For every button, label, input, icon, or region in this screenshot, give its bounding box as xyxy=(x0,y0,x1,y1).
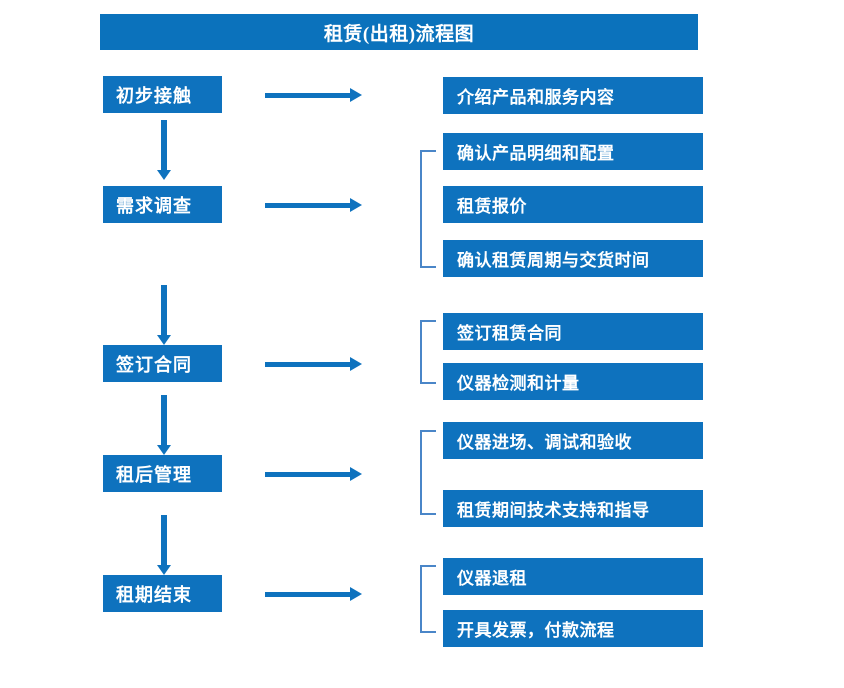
flow-arrow-right-2 xyxy=(265,198,362,212)
stage-box-initial-contact[interactable]: 初步接触 xyxy=(103,76,222,113)
arrow-shaft xyxy=(265,592,351,597)
detail-box-sign-rental-contract[interactable]: 签订租赁合同 xyxy=(443,313,703,350)
arrow-shaft xyxy=(265,93,351,98)
arrow-head-right-icon xyxy=(350,587,362,601)
arrow-head-right-icon xyxy=(350,467,362,481)
arrow-head-down-icon xyxy=(157,445,171,455)
arrow-shaft xyxy=(161,285,167,335)
detail-box-technical-support[interactable]: 租赁期间技术支持和指导 xyxy=(443,490,703,527)
detail-box-instrument-installation[interactable]: 仪器进场、调试和验收 xyxy=(443,422,703,459)
stage-box-post-rental-management[interactable]: 租后管理 xyxy=(103,455,222,492)
arrow-head-down-icon xyxy=(157,565,171,575)
flow-arrow-down-4 xyxy=(157,515,171,575)
flow-arrow-right-4 xyxy=(265,467,362,481)
arrow-head-right-icon xyxy=(350,357,362,371)
flow-arrow-right-3 xyxy=(265,357,362,371)
arrow-shaft xyxy=(161,515,167,565)
flow-arrow-down-1 xyxy=(157,120,171,180)
detail-box-instrument-return[interactable]: 仪器退租 xyxy=(443,558,703,595)
stage-box-sign-contract[interactable]: 签订合同 xyxy=(103,345,222,382)
detail-box-confirm-product-spec[interactable]: 确认产品明细和配置 xyxy=(443,133,703,170)
arrow-shaft xyxy=(161,120,167,170)
arrow-shaft xyxy=(161,395,167,445)
detail-box-confirm-period-delivery[interactable]: 确认租赁周期与交货时间 xyxy=(443,240,703,277)
detail-box-intro-products-services[interactable]: 介绍产品和服务内容 xyxy=(443,77,703,114)
group-bracket-post-rental xyxy=(420,430,436,515)
detail-box-rental-quote[interactable]: 租赁报价 xyxy=(443,186,703,223)
arrow-shaft xyxy=(265,203,351,208)
arrow-shaft xyxy=(265,472,351,477)
flow-arrow-right-1 xyxy=(265,88,362,102)
arrow-shaft xyxy=(265,362,351,367)
stage-box-rental-end[interactable]: 租期结束 xyxy=(103,575,222,612)
group-bracket-sign-contract xyxy=(420,320,436,384)
group-bracket-demand-survey xyxy=(420,150,436,268)
flow-arrow-right-5 xyxy=(265,587,362,601)
flow-arrow-down-2 xyxy=(157,285,171,345)
detail-box-invoice-payment[interactable]: 开具发票，付款流程 xyxy=(443,610,703,647)
stage-box-demand-survey[interactable]: 需求调查 xyxy=(103,186,222,223)
arrow-head-down-icon xyxy=(157,170,171,180)
arrow-head-right-icon xyxy=(350,88,362,102)
arrow-head-right-icon xyxy=(350,198,362,212)
flow-arrow-down-3 xyxy=(157,395,171,455)
arrow-head-down-icon xyxy=(157,335,171,345)
group-bracket-rental-end xyxy=(420,565,436,633)
diagram-title: 租赁(出租)流程图 xyxy=(100,14,698,50)
detail-box-instrument-inspection[interactable]: 仪器检测和计量 xyxy=(443,363,703,400)
